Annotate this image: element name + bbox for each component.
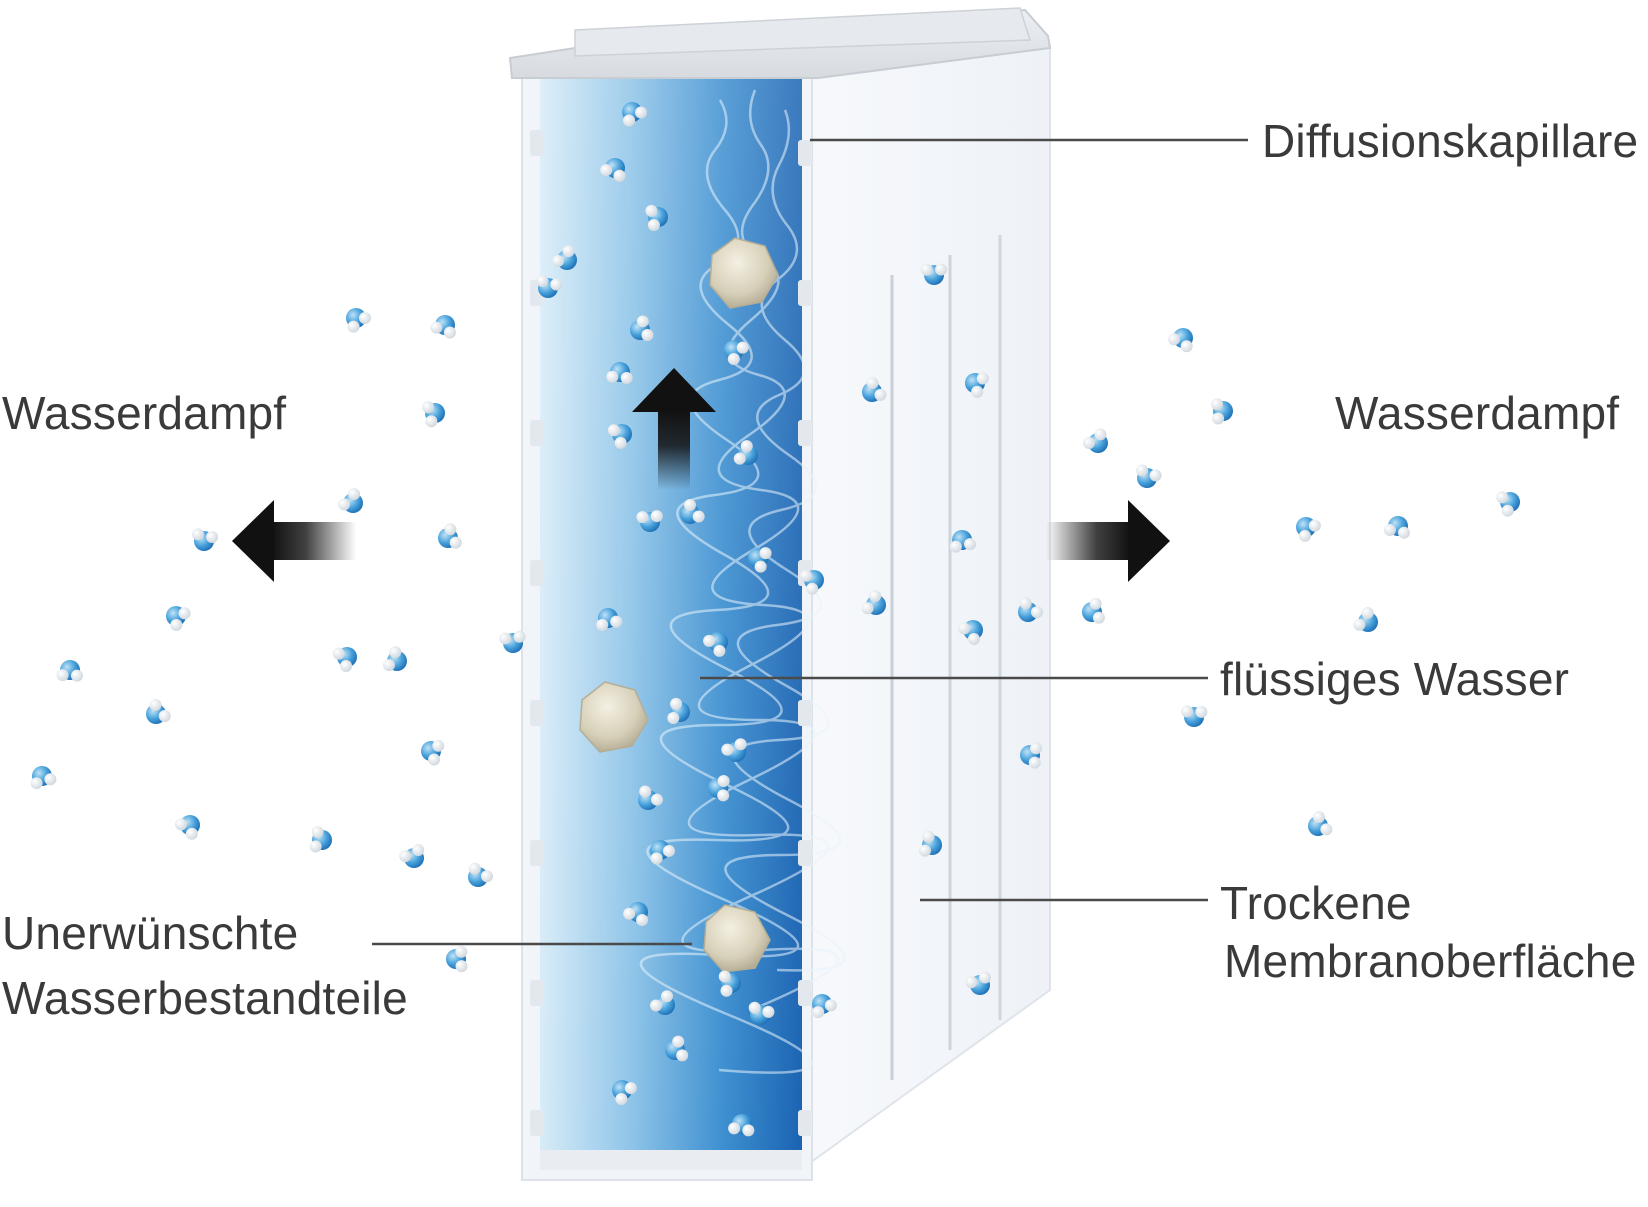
water-molecule [733, 440, 758, 465]
label-unwanted-line2: Wasserbestandteile [2, 972, 408, 1024]
leader-lines [372, 138, 1248, 946]
water-molecule [1296, 517, 1321, 542]
water-molecule [421, 739, 445, 766]
contaminant-particle [579, 681, 649, 753]
label-liquid-water: flüssiges Wasser [1220, 653, 1570, 705]
contaminant-particle [709, 237, 779, 309]
water-molecule [175, 815, 200, 840]
water-molecule [1136, 464, 1162, 488]
water-molecule [667, 697, 690, 725]
water-molecule [607, 424, 632, 449]
water-molecule [606, 362, 633, 385]
label-vapor-right: Wasserdampf [1335, 387, 1620, 439]
water-molecule [346, 308, 371, 333]
water-molecule [718, 970, 741, 997]
water-molecule [650, 990, 675, 1015]
water-molecule [596, 608, 623, 631]
water-molecule [965, 372, 989, 398]
water-molecule [728, 1114, 755, 1137]
water-molecule [748, 1001, 775, 1025]
water-molecule [382, 646, 407, 672]
arrow-left-icon [232, 500, 356, 582]
water-molecule [862, 377, 887, 402]
label-vapor-left: Wasserdampf [2, 387, 287, 439]
water-molecule [1082, 597, 1105, 624]
water-molecule [630, 315, 654, 342]
membrane-module [508, 7, 1052, 1181]
water-molecules [30, 102, 1520, 1137]
water-molecule [636, 510, 663, 532]
water-molecule [332, 647, 357, 672]
water-molecule [309, 826, 332, 853]
water-molecule [422, 401, 445, 428]
water-molecule [708, 775, 730, 802]
water-molecule [724, 340, 749, 365]
water-molecule [645, 204, 668, 232]
water-molecule [919, 830, 942, 857]
water-molecule [446, 945, 468, 973]
label-unwanted-line1: Unerwünschte [2, 907, 299, 959]
water-molecule [812, 994, 837, 1019]
water-molecule [1168, 328, 1193, 353]
water-molecule [1308, 811, 1333, 836]
water-molecule [600, 158, 626, 182]
contaminant-particle [703, 904, 771, 973]
water-molecule [1211, 398, 1233, 425]
arrow-up-icon [632, 368, 716, 490]
water-molecule [1353, 607, 1378, 632]
water-molecule [1018, 597, 1043, 622]
water-molecule [1181, 705, 1208, 727]
label-dry-line2: Membranoberfläche [1224, 935, 1637, 987]
arrow-right-icon [1046, 500, 1170, 582]
water-molecule [1020, 742, 1043, 769]
module-top-ridge [574, 7, 1032, 57]
water-molecule [861, 590, 886, 615]
water-molecule [191, 528, 219, 551]
water-molecule [536, 275, 563, 298]
label-diffusion-capillary: Diffusionskapillare [1262, 115, 1639, 167]
water-molecule [338, 488, 363, 513]
water-molecule [30, 766, 57, 790]
water-molecule [430, 315, 456, 339]
water-molecule [721, 738, 747, 762]
water-molecule [703, 632, 728, 657]
water-molecule [650, 840, 675, 865]
contaminants [579, 237, 779, 973]
water-molecule [965, 971, 992, 995]
water-molecule [146, 699, 171, 724]
water-molecule [748, 547, 772, 573]
water-molecule [638, 785, 663, 810]
water-molecule [166, 606, 191, 631]
water-molecule [399, 844, 425, 868]
water-molecule [438, 523, 462, 549]
water-molecule [1083, 428, 1108, 453]
water-molecule [552, 245, 577, 270]
water-molecule [800, 569, 824, 595]
label-dry-line1: Trockene [1220, 877, 1412, 929]
water-molecule [1496, 491, 1520, 517]
water-molecule [623, 902, 649, 927]
water-molecule [622, 102, 647, 127]
frame-bottom [540, 1150, 802, 1170]
water-molecule [665, 1035, 689, 1062]
water-molecule [680, 499, 705, 524]
frame-teeth-left [530, 130, 544, 1136]
water-molecule [612, 1080, 637, 1105]
water-molecule [468, 862, 493, 887]
water-molecule [958, 620, 983, 645]
water-molecule [949, 530, 977, 553]
water-molecule [56, 660, 83, 682]
water-molecule [920, 263, 948, 285]
water-molecule [1383, 516, 1411, 539]
module-side-face [799, 43, 1051, 1172]
water-molecule [499, 630, 526, 653]
